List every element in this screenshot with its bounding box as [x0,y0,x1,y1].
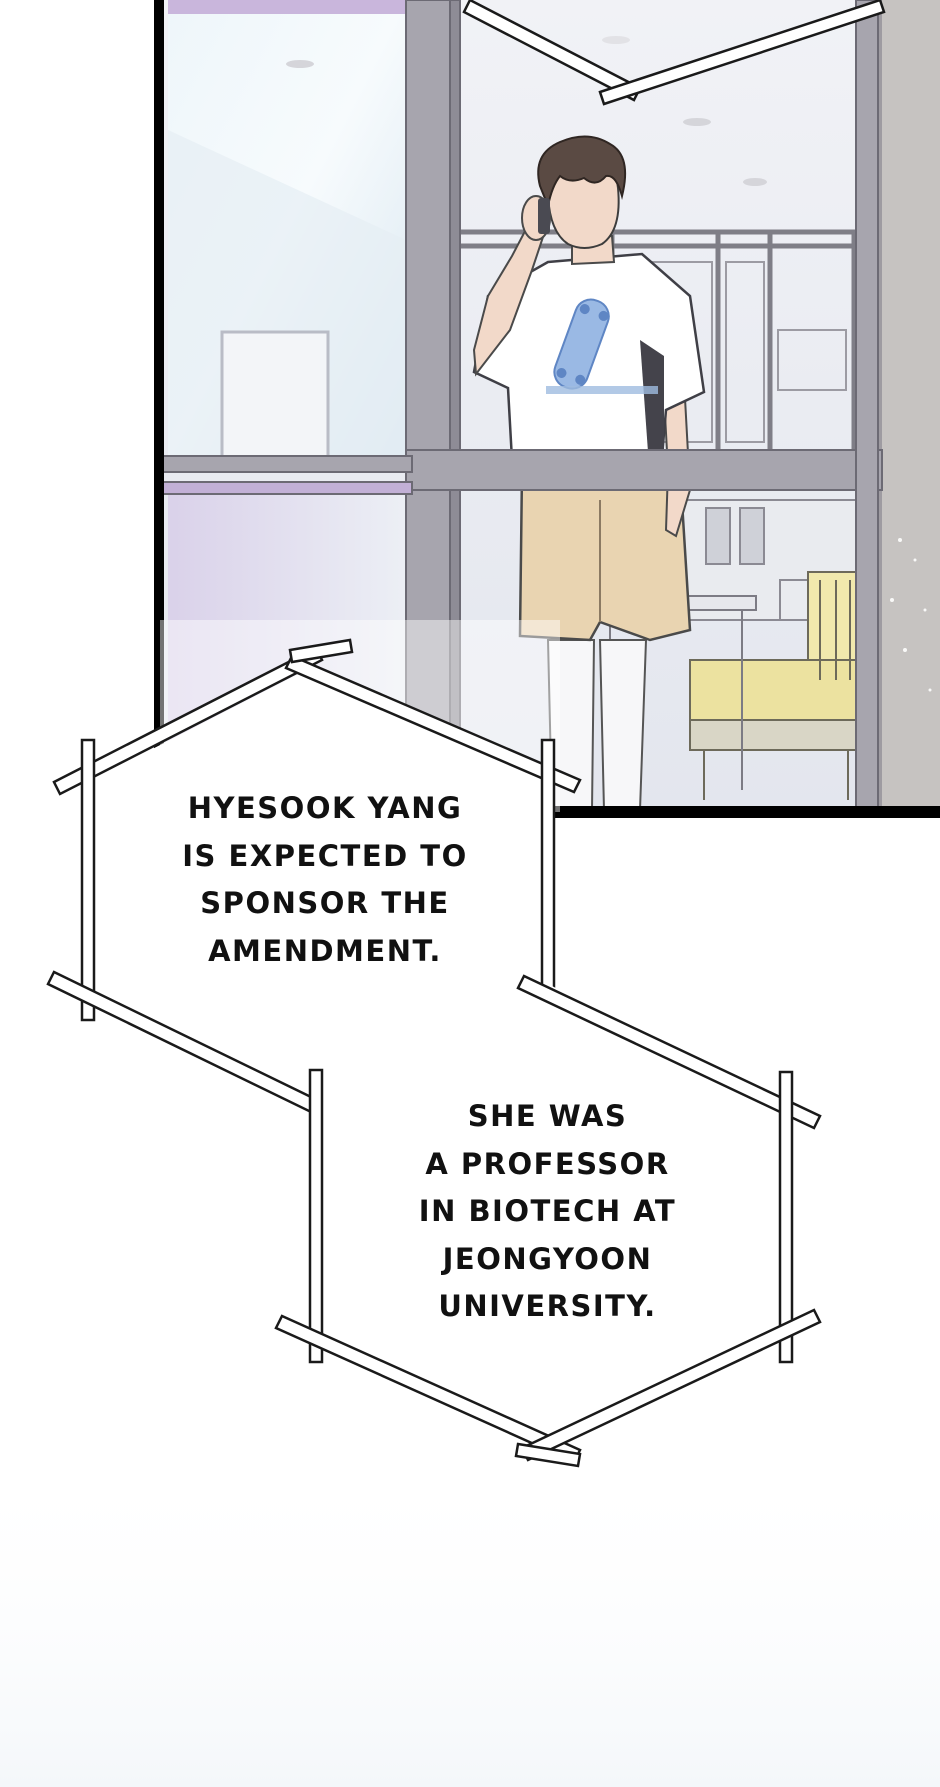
caption-text-2: SHE WAS A PROFESSOR IN BIOTECH AT JEONGY… [418,1099,677,1323]
caption-frame-1 [46,638,582,1130]
man-on-phone-illustration [472,135,706,811]
caption-frame-2 [274,974,822,1468]
top-decorative-lines [462,0,886,106]
caption-text-1: HYESOOK YANG IS EXPECTED TO SPONSOR THE … [182,791,468,968]
